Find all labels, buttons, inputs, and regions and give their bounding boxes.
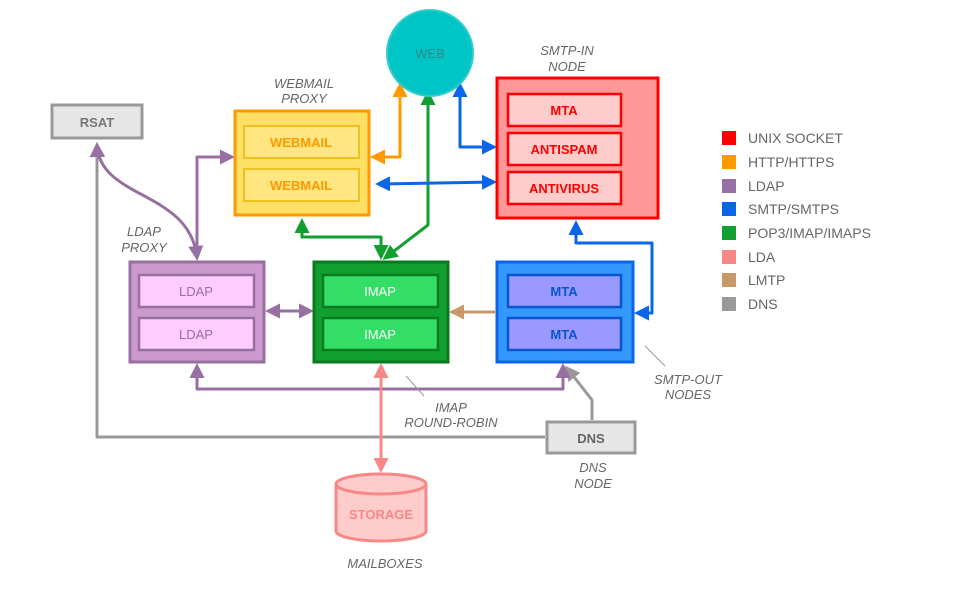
ldap-2-label: LDAP xyxy=(179,327,213,342)
smtp-out-node: MTA MTA SMTP-OUT NODES xyxy=(495,260,723,402)
imap-round-robin-caption: IMAP ROUND-ROBIN xyxy=(404,375,498,430)
storage-node: STORAGE MAILBOXES xyxy=(334,472,428,571)
legend-item-lda: LDA xyxy=(722,249,776,265)
smtp-in-caption-line2: NODE xyxy=(548,59,586,74)
smtp-out-caption-line1: SMTP-OUT xyxy=(654,372,723,387)
storage-cylinder-top xyxy=(334,472,428,496)
smtp-in-smtp-out-connector xyxy=(568,220,654,321)
legend-item-pop3: POP3/IMAP/IMAPS xyxy=(722,225,871,241)
legend-label-lda: LDA xyxy=(748,249,776,265)
dns-box xyxy=(545,420,637,455)
legend-swatch-dns xyxy=(722,297,736,311)
web-circle xyxy=(386,9,474,97)
legend-item-unix-socket: UNIX SOCKET xyxy=(722,130,843,146)
webmail-smtp-in-connector xyxy=(375,174,497,192)
connectors xyxy=(89,82,654,473)
legend-item-smtp: SMTP/SMTPS xyxy=(722,201,839,217)
dns-caption-line1: DNS xyxy=(579,460,607,475)
antivirus-box xyxy=(506,170,623,206)
legend-swatch-smtp xyxy=(722,202,736,216)
smtp-out-mta-1-label: MTA xyxy=(550,284,578,299)
smtp-in-node: SMTP-IN NODE MTA ANTISPAM ANTIVIRUS xyxy=(495,43,660,220)
legend-label-unix-socket: UNIX SOCKET xyxy=(748,130,843,146)
ldap-proxy-caption-line2: PROXY xyxy=(121,240,168,255)
smtp-in-caption-line1: SMTP-IN xyxy=(540,43,594,58)
web-node: WEB xyxy=(386,9,474,97)
legend-swatch-http xyxy=(722,155,736,169)
web-webmail-connector xyxy=(370,82,408,165)
rsat-node: RSAT xyxy=(50,103,144,140)
webmail-proxy-caption-line2: PROXY xyxy=(281,91,328,106)
imap-round-robin-line1: IMAP xyxy=(435,400,467,415)
legend-item-dns: DNS xyxy=(722,296,778,312)
rsat-ldap-connector xyxy=(90,142,204,261)
webmail-proxy-node: WEBMAIL PROXY WEBMAIL WEBMAIL xyxy=(233,76,371,217)
imap-round-robin-leader xyxy=(405,375,425,397)
imap-2-box xyxy=(321,316,440,352)
storage-label: STORAGE xyxy=(349,507,413,522)
ldap-1-label: LDAP xyxy=(179,284,213,299)
legend-swatch-lda xyxy=(722,250,736,264)
webmail-2-box xyxy=(243,168,360,202)
rsat-box xyxy=(50,103,144,140)
webmail-proxy-caption-line1: WEBMAIL xyxy=(274,76,334,91)
legend-item-lmtp: LMTP xyxy=(722,272,785,288)
webmail-ldap-connector xyxy=(195,149,235,258)
antispam-box xyxy=(506,131,623,167)
web-imap-connector xyxy=(382,90,436,260)
legend-swatch-unix-socket xyxy=(722,131,736,145)
smtp-out-caption-leader xyxy=(644,345,666,367)
legend-item-http: HTTP/HTTPS xyxy=(722,154,834,170)
smtp-in-mta-label: MTA xyxy=(550,103,578,118)
imap-2-label: IMAP xyxy=(364,327,396,342)
legend-label-lmtp: LMTP xyxy=(748,272,785,288)
legend-swatch-ldap xyxy=(722,179,736,193)
imap-1-label: IMAP xyxy=(364,284,396,299)
legend-label-pop3: POP3/IMAP/IMAPS xyxy=(748,225,871,241)
ldap-proxy-node: LDAP PROXY LDAP LDAP xyxy=(121,224,266,364)
smtp-in-mta-box xyxy=(506,92,623,128)
ldap-1-box xyxy=(137,273,256,309)
dns-label: DNS xyxy=(577,431,605,446)
legend-swatch-pop3 xyxy=(722,226,736,240)
imap-1-box xyxy=(321,273,440,309)
mailboxes-caption: MAILBOXES xyxy=(347,556,422,571)
storage-cylinder-body xyxy=(334,484,428,543)
legend-item-ldap: LDAP xyxy=(722,178,785,194)
smtp-out-mta-1-box xyxy=(506,273,623,309)
legend-label-smtp: SMTP/SMTPS xyxy=(748,201,839,217)
dns-smtp-out-connector xyxy=(565,365,594,420)
webmail-1-box xyxy=(243,125,360,159)
legend-swatch-lmtp xyxy=(722,273,736,287)
smtp-out-mta-2-label: MTA xyxy=(550,327,578,342)
antivirus-label: ANTIVIRUS xyxy=(529,181,599,196)
webmail-2-label: WEBMAIL xyxy=(270,178,332,193)
imap-node: IMAP IMAP xyxy=(312,260,450,364)
web-label: WEB xyxy=(415,46,445,61)
smtp-out-mta-2-box xyxy=(506,316,623,352)
legend: UNIX SOCKET HTTP/HTTPS LDAP SMTP/SMTPS P… xyxy=(722,130,871,312)
dns-node: DNS DNS NODE xyxy=(545,420,637,491)
legend-label-http: HTTP/HTTPS xyxy=(748,154,834,170)
legend-label-ldap: LDAP xyxy=(748,178,785,194)
ldap-2-box xyxy=(137,316,256,352)
webmail-imap-connector xyxy=(294,218,389,260)
rsat-label: RSAT xyxy=(80,115,114,130)
antispam-label: ANTISPAM xyxy=(531,142,598,157)
dns-caption-line2: NODE xyxy=(574,476,612,491)
legend-label-dns: DNS xyxy=(748,296,778,312)
ldap-proxy-caption-line1: LDAP xyxy=(127,224,161,239)
web-smtp-in-connector xyxy=(452,82,497,155)
webmail-1-label: WEBMAIL xyxy=(270,135,332,150)
imap-round-robin-line2: ROUND-ROBIN xyxy=(404,415,498,430)
smtp-out-caption-line2: NODES xyxy=(665,387,712,402)
